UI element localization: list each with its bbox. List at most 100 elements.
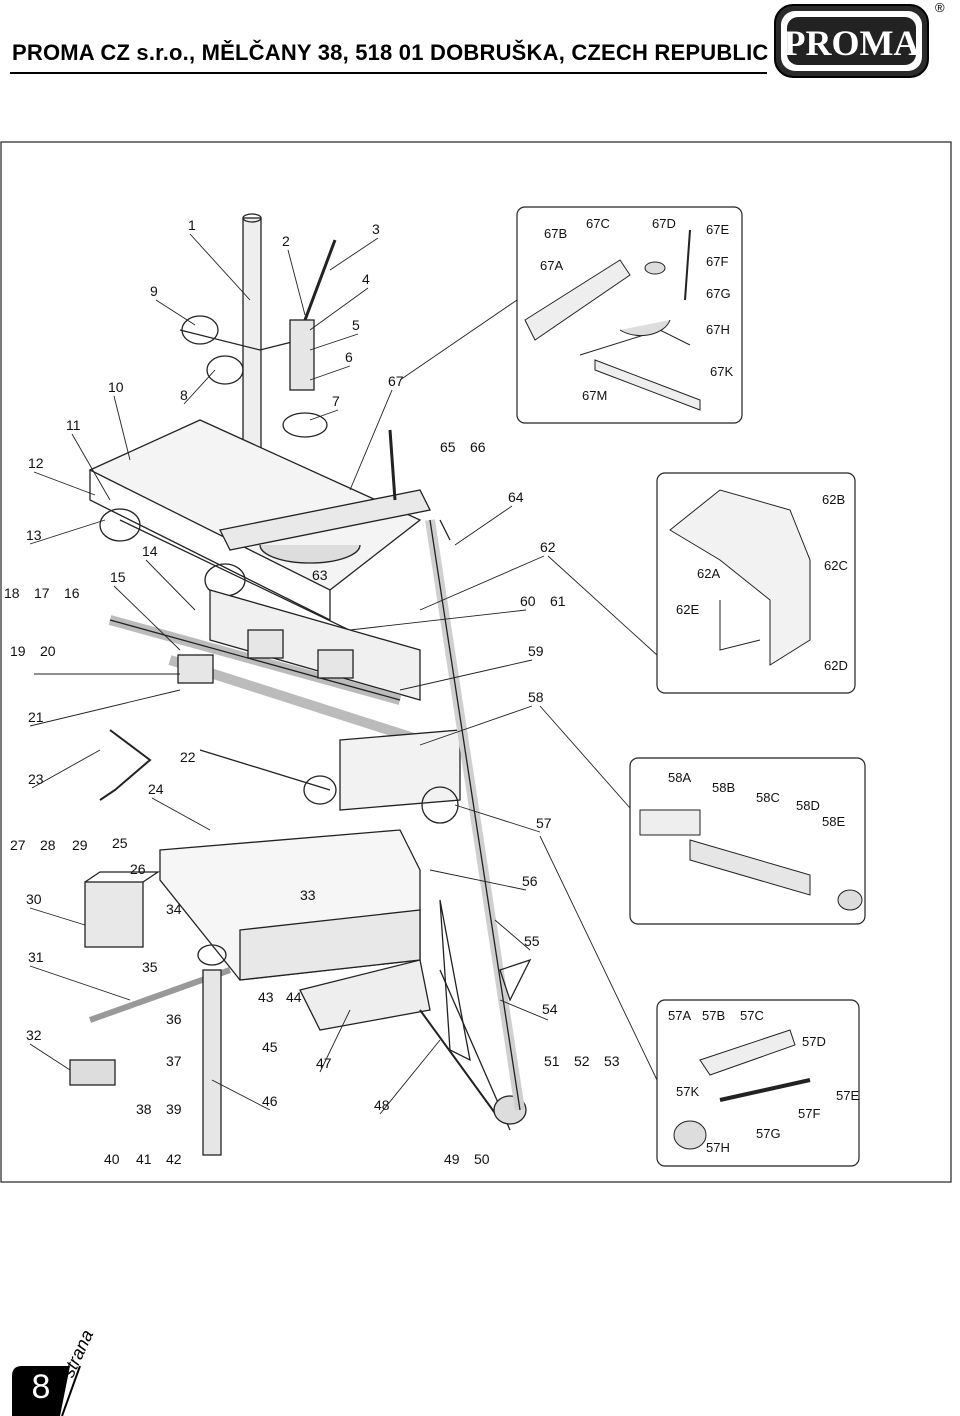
callout-label: 57H — [706, 1140, 730, 1155]
callout-label: 52 — [574, 1053, 590, 1069]
callout-label: 67D — [652, 216, 676, 231]
callout-label: 15 — [110, 569, 126, 585]
callout-label: 57F — [798, 1106, 820, 1121]
callout-label: 57K — [676, 1084, 699, 1099]
company-address: PROMA CZ s.r.o., MĚLČANY 38, 518 01 DOBR… — [12, 40, 769, 65]
callout-label: 12 — [28, 455, 44, 471]
callout-label: 62D — [824, 658, 848, 673]
callout-label: 59 — [528, 643, 544, 659]
callout-label: 62E — [676, 602, 699, 617]
callout-label: 67K — [710, 364, 733, 379]
detail-box-67 — [516, 206, 743, 424]
callout-label: 40 — [104, 1151, 120, 1167]
callout-label: 41 — [136, 1151, 152, 1167]
callout-label: 13 — [26, 527, 42, 543]
callout-label: 44 — [286, 989, 302, 1005]
page-number: 8 — [31, 1368, 51, 1406]
callout-label: 57 — [536, 815, 552, 831]
machine-drawing — [69, 213, 532, 1156]
callout-label: 51 — [544, 1053, 560, 1069]
callout-label: 48 — [374, 1097, 390, 1113]
callout-label: 57A — [668, 1008, 691, 1023]
callout-label: 3 — [372, 221, 380, 237]
callout-label: 62 — [540, 539, 556, 555]
callout-label: 2 — [282, 233, 290, 249]
callout-label: 67 — [388, 373, 404, 389]
detail-box-57 — [656, 999, 860, 1167]
callout-label: 53 — [604, 1053, 620, 1069]
callout-label: 31 — [28, 949, 44, 965]
callout-label: 33 — [300, 887, 316, 903]
callout-label: 30 — [26, 891, 42, 907]
callout-label: 50 — [474, 1151, 490, 1167]
callout-label: 60 — [520, 593, 536, 609]
detail-box-62 — [656, 472, 856, 694]
callout-label: 58 — [528, 689, 544, 705]
callout-label: 43 — [258, 989, 274, 1005]
callout-label: 62A — [697, 566, 720, 581]
callout-label: 57E — [836, 1088, 859, 1103]
callout-label: 58E — [822, 814, 845, 829]
callout-label: 1 — [188, 217, 196, 233]
callout-label: 29 — [72, 837, 88, 853]
detail-box-58 — [629, 757, 866, 925]
registered-mark: ® — [935, 0, 945, 15]
callout-label: 37 — [166, 1053, 182, 1069]
diagram-frame — [0, 141, 952, 1183]
callout-label: 14 — [142, 543, 158, 559]
callout-label: 39 — [166, 1101, 182, 1117]
callout-label: 35 — [142, 959, 158, 975]
callout-label: 36 — [166, 1011, 182, 1027]
proma-logo: PROMA — [774, 4, 929, 78]
callout-label: 19 — [10, 643, 26, 659]
callout-label: 7 — [332, 393, 340, 409]
callout-label: 64 — [508, 489, 524, 505]
callout-label: 62C — [824, 558, 848, 573]
callout-label: 56 — [522, 873, 538, 889]
callout-label: 16 — [64, 585, 80, 601]
callout-label: 32 — [26, 1027, 42, 1043]
leader-lines — [29, 233, 658, 1115]
callout-label: 49 — [444, 1151, 460, 1167]
callout-label: 67F — [706, 254, 728, 269]
callout-label: 24 — [148, 781, 164, 797]
callout-label: 6 — [345, 349, 353, 365]
callout-label: 45 — [262, 1039, 278, 1055]
callout-label: 67C — [586, 216, 610, 231]
callout-label: 22 — [180, 749, 196, 765]
callout-label: 18 — [4, 585, 20, 601]
callout-label: 57D — [802, 1034, 826, 1049]
callout-label: 21 — [28, 709, 44, 725]
callout-label: 67E — [706, 222, 729, 237]
callout-label: 54 — [542, 1001, 558, 1017]
callout-label: 4 — [362, 271, 370, 287]
callout-label: 55 — [524, 933, 540, 949]
callout-label: 58C — [756, 790, 780, 805]
callout-label: 8 — [180, 387, 188, 403]
callout-label: 23 — [28, 771, 44, 787]
callout-label: 10 — [108, 379, 124, 395]
callout-label: 67H — [706, 322, 730, 337]
callout-label: 58B — [712, 780, 735, 795]
callout-label: 27 — [10, 837, 26, 853]
callout-label: 67M — [582, 388, 607, 403]
callout-label: 9 — [150, 283, 158, 299]
callout-label: 26 — [130, 861, 146, 877]
callout-label: 20 — [40, 643, 56, 659]
callout-label: 65 — [440, 439, 456, 455]
callout-label: 11 — [66, 417, 81, 433]
callout-label: 5 — [352, 317, 360, 333]
callout-label: 62B — [822, 492, 845, 507]
callout-label: 57B — [702, 1008, 725, 1023]
callout-label: 63 — [312, 567, 328, 583]
callout-label: 46 — [262, 1093, 278, 1109]
callout-label: 28 — [40, 837, 56, 853]
callout-label: 58A — [668, 770, 691, 785]
callout-label: 57C — [740, 1008, 764, 1023]
callout-label: 57G — [756, 1126, 781, 1141]
callout-label: 25 — [112, 835, 128, 851]
callout-label: 17 — [34, 585, 50, 601]
callout-label: 67B — [544, 226, 567, 241]
logo-text: PROMA — [784, 23, 920, 63]
